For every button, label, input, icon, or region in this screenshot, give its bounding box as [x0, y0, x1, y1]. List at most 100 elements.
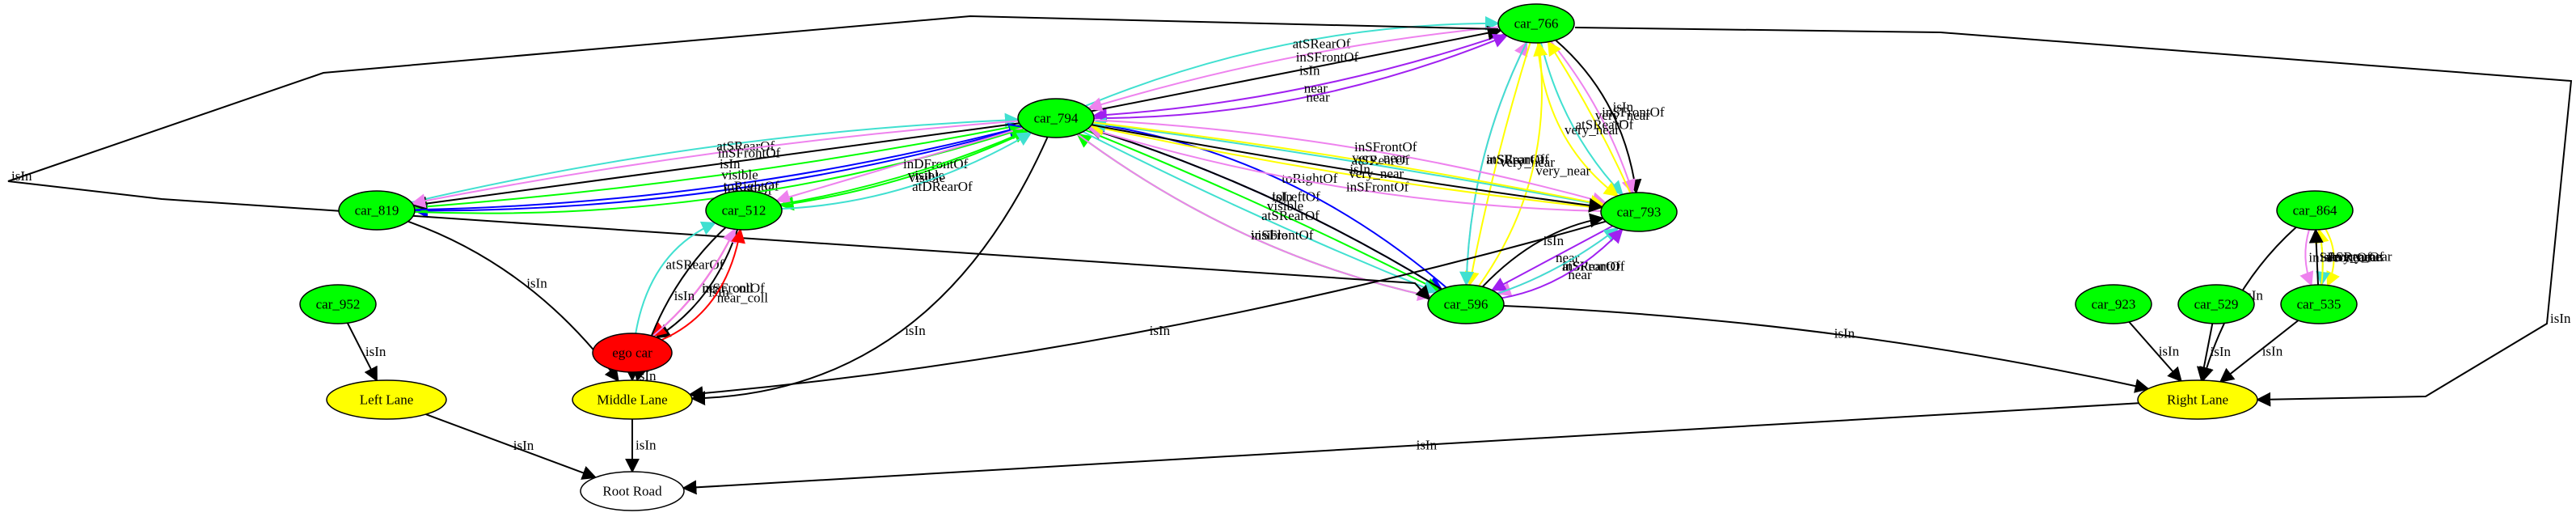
node-shape — [1017, 98, 1095, 138]
edge-line — [1555, 39, 1642, 194]
edge-car_793-car_794: inSFrontOf — [1087, 125, 1602, 212]
edge-label: inSFrontOf — [1562, 259, 1625, 274]
edge-label: near_coll — [702, 280, 754, 295]
node-label: Left Lane — [360, 392, 414, 408]
node-label: car_952 — [316, 297, 361, 312]
node-car-793: car_793 — [1600, 192, 1678, 232]
node-car-923: car_923 — [2075, 284, 2152, 324]
edge-right-root: isIn — [682, 402, 2139, 495]
edge-left-root: isIn — [425, 413, 598, 480]
edge-label: very_near — [2337, 248, 2392, 264]
edge-label: atSRearOf — [716, 138, 775, 154]
edge-label: atSRearOf — [1562, 259, 1620, 274]
edge-label: isIn — [1299, 63, 1320, 78]
node-shape — [2177, 284, 2255, 324]
edge-label: inSFrontOf — [1296, 49, 1359, 65]
edge-label: very_near — [1595, 108, 1650, 123]
edge-car_512-ego: isIn — [655, 229, 739, 339]
node-car-529: car_529 — [2177, 284, 2255, 324]
edge-label: isIn — [1272, 189, 1293, 205]
edge-label: isIn — [2321, 249, 2342, 265]
edge-label: atSRearOf — [1576, 117, 1634, 132]
node-label: ego car — [612, 345, 652, 361]
edge-label: isIn — [708, 285, 729, 300]
node-shape — [1497, 3, 1575, 44]
edge-line — [1547, 40, 1632, 194]
edge-car_794-car_819: visible — [412, 124, 1021, 214]
edge-line — [1091, 124, 1604, 213]
edge-label: isIn — [11, 168, 32, 184]
edge-car_596-car_766: very_near — [1478, 41, 1590, 286]
edge-line — [1091, 25, 1502, 112]
edge-line — [2299, 229, 2314, 287]
edge-line — [1093, 119, 1607, 206]
node-label: car_793 — [1617, 205, 1662, 220]
edge-line — [682, 402, 2139, 495]
edge-car_766-car_596: atSRearOf — [1459, 41, 1544, 286]
node-shape — [705, 190, 783, 231]
edge-label: near — [1556, 250, 1580, 265]
node-label: car_596 — [1444, 297, 1489, 312]
edge-car_794-car_596: inSFrontOf — [1077, 133, 1433, 301]
node-shape — [1600, 192, 1678, 232]
edge-line — [1087, 26, 1499, 112]
node-right: Right Lane — [2137, 379, 2258, 420]
edge-car_794-car_793: inSFrontOf — [1093, 119, 1607, 206]
node-shape — [299, 284, 377, 324]
edge-label: atSRearOf — [1486, 151, 1544, 167]
edge-label: inSFrontOf — [1354, 139, 1417, 155]
edge-line — [1459, 41, 1528, 286]
node-shape — [326, 379, 447, 420]
node-label: car_864 — [2293, 203, 2337, 218]
edge-label: very_near — [2326, 249, 2381, 265]
edge-line — [411, 112, 1020, 203]
edge-car_794-car_596: atSRearOf — [1082, 131, 1438, 295]
edge-line — [635, 221, 716, 334]
edge-label: visible — [908, 167, 944, 183]
edge-label: inSFrontOf — [718, 145, 781, 160]
node-shape — [2276, 190, 2354, 231]
edge-car_794-car_512: visible — [779, 130, 1028, 211]
edge-car_596-car_794: toRightOf — [1091, 118, 1447, 289]
edge-car_766-right: isIn — [1574, 27, 2573, 407]
edge-label: atSRearOf — [1293, 36, 1351, 51]
edge-line — [1092, 33, 1505, 123]
edge-line — [1077, 133, 1433, 301]
edge-car_793-car_794: atSRearOf — [1091, 117, 1604, 206]
edge-ego-car_512: atSRearOf — [635, 221, 724, 334]
edge-label: visible — [1251, 227, 1287, 243]
edge-line — [412, 122, 1020, 211]
edge-label: isIn — [2262, 344, 2283, 359]
edge-label: atDRearOf — [912, 179, 973, 194]
edge-line — [1092, 121, 1606, 210]
node-label: Root Road — [602, 484, 662, 499]
edge-line — [2219, 320, 2299, 383]
edge-line — [1087, 125, 1442, 290]
edge-line — [411, 120, 1019, 209]
edge-label: atSRearOf — [1352, 153, 1410, 168]
node-middle: Middle Lane — [572, 379, 693, 420]
edge-line — [425, 413, 598, 480]
edge-label: near — [1568, 267, 1592, 282]
edges-layer: atSRearOfnearisIninSFrontOfnearisIninSFr… — [7, 15, 2573, 495]
edge-line — [1539, 42, 1624, 196]
node-shape — [2075, 284, 2152, 324]
edge-car_794-car_819: isIn — [412, 122, 1020, 211]
edge-line — [7, 15, 1499, 301]
edge-car_794-car_766: isIn — [1091, 25, 1502, 112]
node-shape — [572, 379, 693, 420]
edge-line — [1550, 40, 1636, 195]
edge-label: near — [1306, 90, 1330, 105]
edge-line — [1082, 131, 1438, 295]
edge-line — [1091, 118, 1447, 289]
node-car-535: car_535 — [2280, 284, 2358, 324]
edge-line — [1574, 27, 2573, 407]
edge-label: near_coll — [717, 290, 769, 306]
edge-line — [1490, 225, 1613, 291]
edge-car_766-car_596: very_near — [1464, 42, 1555, 286]
node-shape — [338, 190, 416, 231]
node-label: car_794 — [1034, 111, 1079, 126]
edge-line — [1478, 41, 1548, 286]
node-car-819: car_819 — [338, 190, 416, 231]
